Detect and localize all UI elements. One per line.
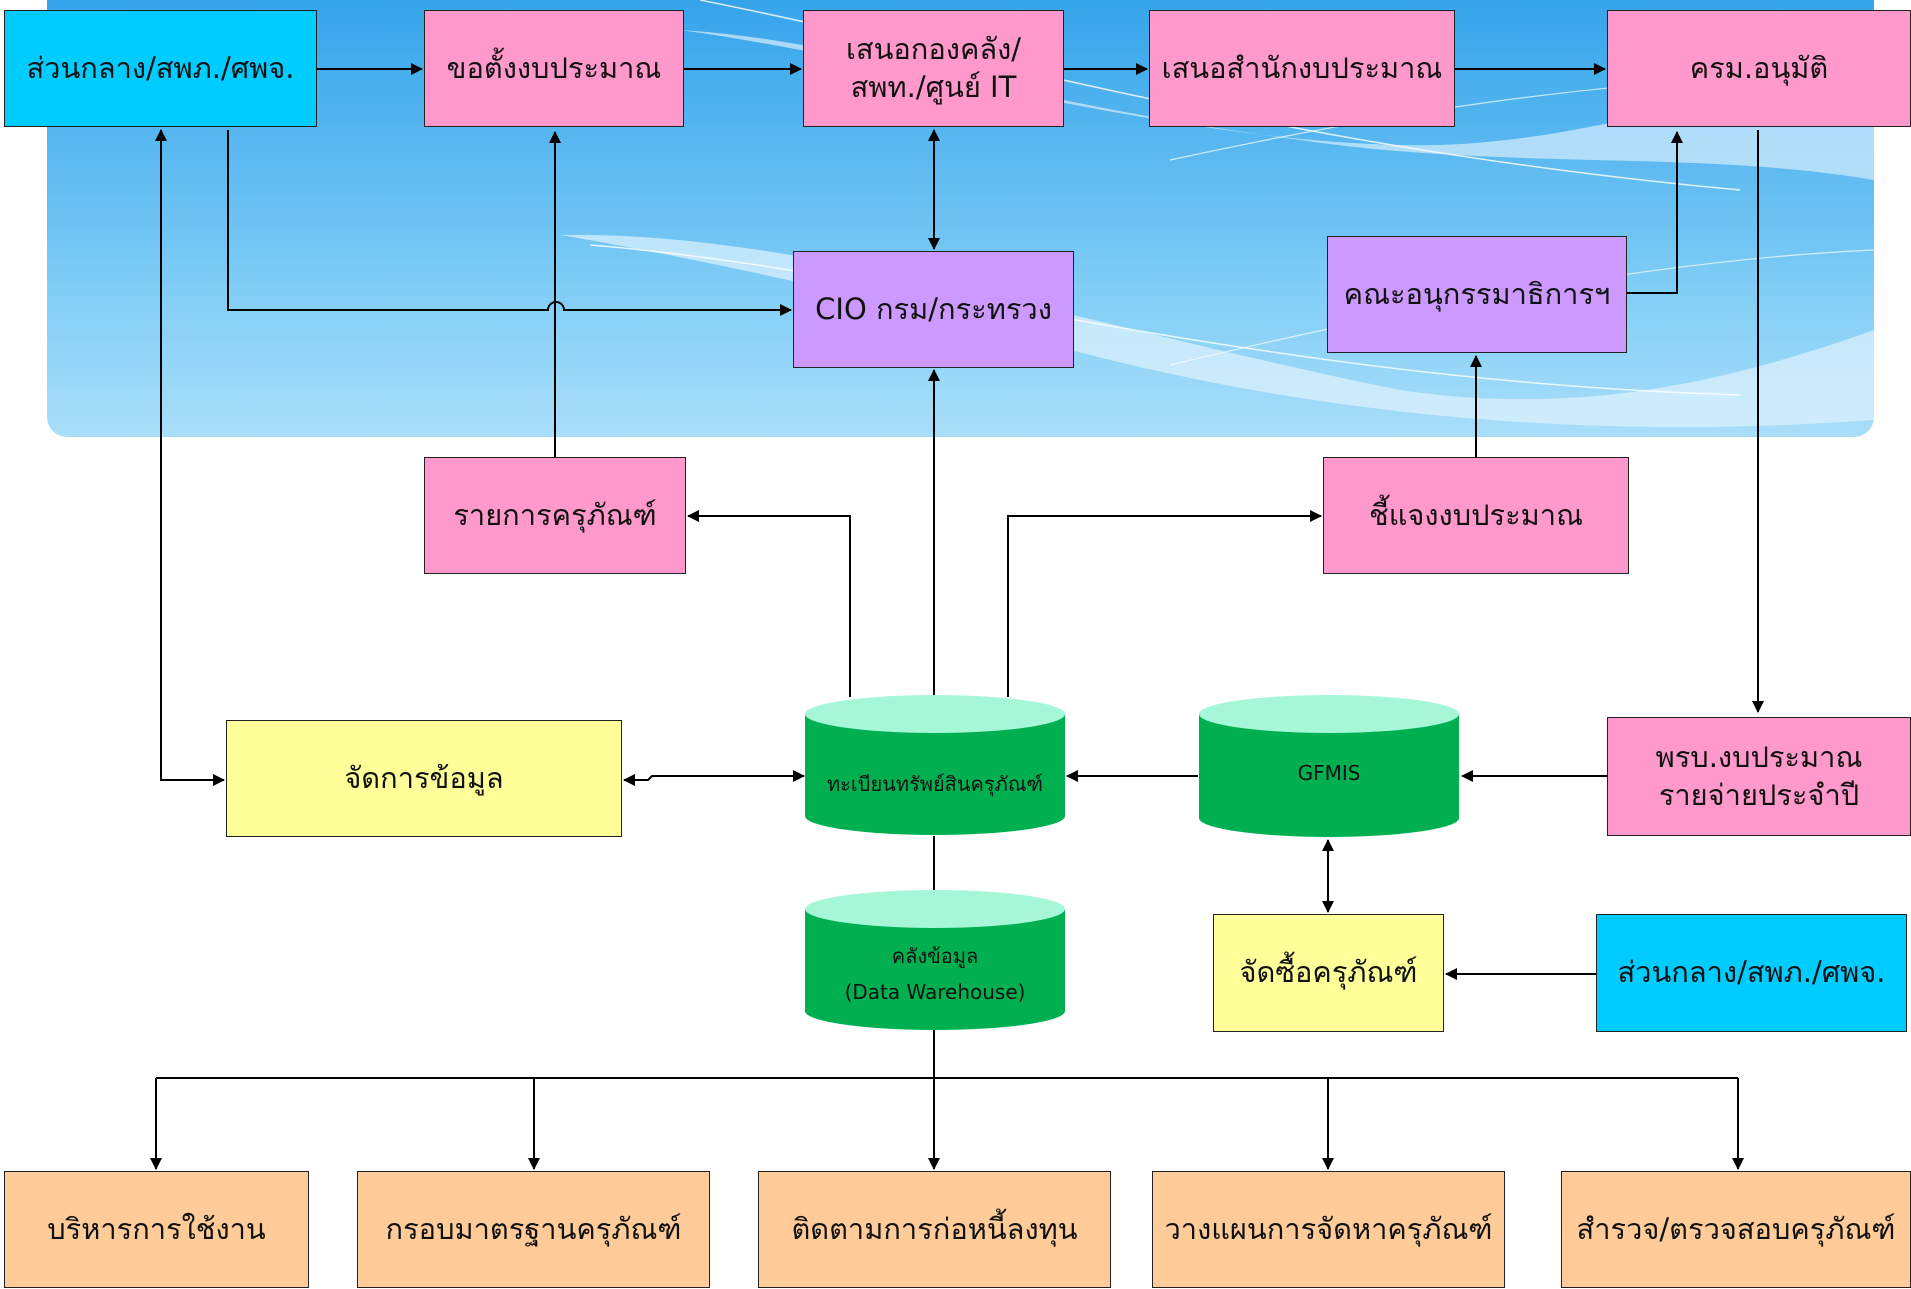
request-budget-label: ขอตั้งงบประมาณ [446, 50, 662, 85]
usage-admin-box: บริหารการใช้งาน [4, 1171, 309, 1288]
manage-data-box: จัดการข้อมูล [226, 720, 622, 837]
central-unit-label: ส่วนกลาง/สพภ./ศพจ. [26, 50, 295, 85]
arrow-manage-registry [623, 770, 805, 786]
central-unit-2-box: ส่วนกลาง/สพภ./ศพจ. [1596, 914, 1907, 1032]
equipment-standard-box: กรอบมาตรฐานครุภัณฑ์ [357, 1171, 710, 1288]
survey-audit-label: สำรวจ/ตรวจสอบครุภัณฑ์ [1576, 1211, 1896, 1246]
arrow-registry-to-equipment [687, 510, 851, 697]
budget-explanation-box: ชี้แจงงบประมาณ [1323, 457, 1629, 574]
manage-data-label: จัดการข้อมูล [344, 760, 504, 795]
gfmis-label: GFMIS [1297, 761, 1361, 785]
data-warehouse-db: คลังข้อมูล (Data Warehouse) [805, 890, 1065, 1030]
propose-treasury-line2: สพท./ศูนย์ IT [850, 69, 1017, 104]
data-warehouse-label-2: (Data Warehouse) [844, 980, 1026, 1004]
gfmis-db: GFMIS [1199, 695, 1459, 837]
subcommittee-box: คณะอนุกรรมาธิการฯ [1327, 236, 1627, 353]
cabinet-approve-label: ครม.อนุมัติ [1689, 50, 1829, 85]
track-investment-label: ติดตามการก่อหนี้ลงทุน [791, 1211, 1078, 1246]
propose-treasury-box: เสนอกองคลัง/ สพท./ศูนย์ IT [803, 10, 1064, 127]
budget-act-line2: รายจ่ายประจำปี [1658, 777, 1860, 812]
survey-audit-box: สำรวจ/ตรวจสอบครุภัณฑ์ [1561, 1171, 1911, 1288]
budget-act-line1: พรบ.งบประมาณ [1655, 739, 1863, 774]
central-unit-box: ส่วนกลาง/สพภ./ศพจ. [4, 10, 317, 127]
cio-box: CIO กรม/กระทรวง [793, 251, 1074, 368]
asset-registry-db: ทะเบียนทรัพย์สินครุภัณฑ์ [805, 695, 1065, 835]
procure-equipment-box: จัดซื้อครุภัณฑ์ [1213, 914, 1444, 1032]
procurement-plan-box: วางแผนการจัดหาครุภัณฑ์ [1152, 1171, 1505, 1288]
subcommittee-label: คณะอนุกรรมาธิการฯ [1343, 276, 1611, 311]
procure-equipment-label: จัดซื้อครุภัณฑ์ [1239, 955, 1418, 990]
cabinet-approve-box: ครม.อนุมัติ [1607, 10, 1911, 127]
arrow-registry-to-explanation [1007, 510, 1322, 697]
procurement-plan-label: วางแผนการจัดหาครุภัณฑ์ [1164, 1211, 1493, 1246]
arrow-central-to-cio [227, 130, 792, 316]
cio-label: CIO กรม/กระทรวง [815, 291, 1052, 326]
data-warehouse-label-1: คลังข้อมูล [891, 944, 979, 968]
budget-act-box: พรบ.งบประมาณ รายจ่ายประจำปี [1607, 717, 1911, 836]
request-budget-box: ขอตั้งงบประมาณ [424, 10, 684, 127]
propose-budget-bureau-label: เสนอสำนักงบประมาณ [1161, 50, 1443, 85]
propose-budget-bureau-box: เสนอสำนักงบประมาณ [1149, 10, 1455, 127]
budget-explanation-label: ชี้แจงงบประมาณ [1369, 497, 1583, 532]
arrow-subcommittee-to-cabinet [1627, 131, 1683, 294]
asset-registry-label: ทะเบียนทรัพย์สินครุภัณฑ์ [826, 772, 1043, 796]
central-unit-2-label: ส่วนกลาง/สพภ./ศพจ. [1617, 955, 1886, 990]
track-investment-box: ติดตามการก่อหนี้ลงทุน [758, 1171, 1111, 1288]
equipment-standard-label: กรอบมาตรฐานครุภัณฑ์ [385, 1211, 682, 1246]
propose-treasury-line1: เสนอกองคลัง/ [845, 31, 1022, 66]
usage-admin-label: บริหารการใช้งาน [47, 1211, 266, 1246]
equipment-list-label: รายการครุภัณฑ์ [453, 497, 657, 532]
equipment-list-box: รายการครุภัณฑ์ [424, 457, 686, 574]
arrow-central-manage-data [155, 129, 225, 786]
